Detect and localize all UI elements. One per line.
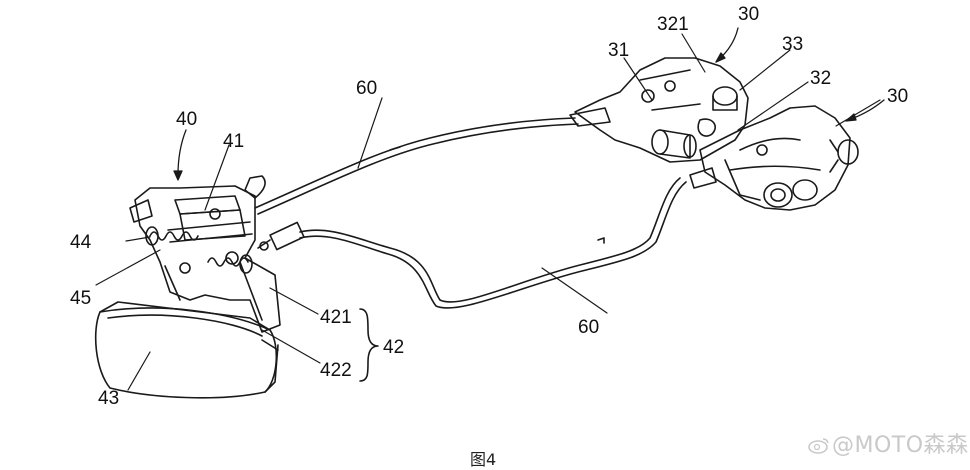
label-60-upper: 60: [356, 78, 377, 99]
handle-bracket: [129, 175, 281, 333]
label-40: 40: [176, 109, 197, 130]
label-422: 422: [320, 360, 352, 381]
cable-connector: [257, 221, 305, 251]
spring-44: [145, 226, 199, 246]
lock-module-lower: [689, 105, 859, 211]
leader-lines: [95, 33, 881, 391]
cable-upper: [254, 117, 579, 215]
leader-arrows: [173, 27, 885, 181]
label-45: 45: [70, 288, 91, 309]
label-321: 321: [657, 14, 689, 35]
lock-module-upper: [569, 57, 749, 163]
label-60-lower: 60: [578, 317, 599, 338]
bracket-42: [359, 308, 379, 382]
cable-lower: [299, 177, 687, 309]
label-43: 43: [98, 388, 119, 409]
label-44: 44: [70, 232, 92, 253]
figure-caption: 图4: [470, 450, 497, 469]
label-33: 33: [782, 34, 803, 55]
label-32: 32: [810, 68, 831, 89]
spring-45: [207, 254, 253, 274]
label-421: 421: [320, 307, 352, 328]
weibo-logo-icon: [808, 438, 829, 454]
label-41: 41: [223, 131, 244, 152]
handle-43: [94, 301, 279, 399]
label-30-upper: 30: [738, 4, 759, 25]
reference-labels: 30 321 31 33 32 30 60 60 40 41 44 45 421…: [70, 4, 908, 409]
label-31: 31: [608, 40, 629, 61]
watermark: @MOTO森森: [808, 427, 969, 459]
label-42: 42: [383, 337, 404, 358]
label-30-lower: 30: [887, 86, 908, 107]
watermark-text: @MOTO森森: [832, 433, 969, 458]
